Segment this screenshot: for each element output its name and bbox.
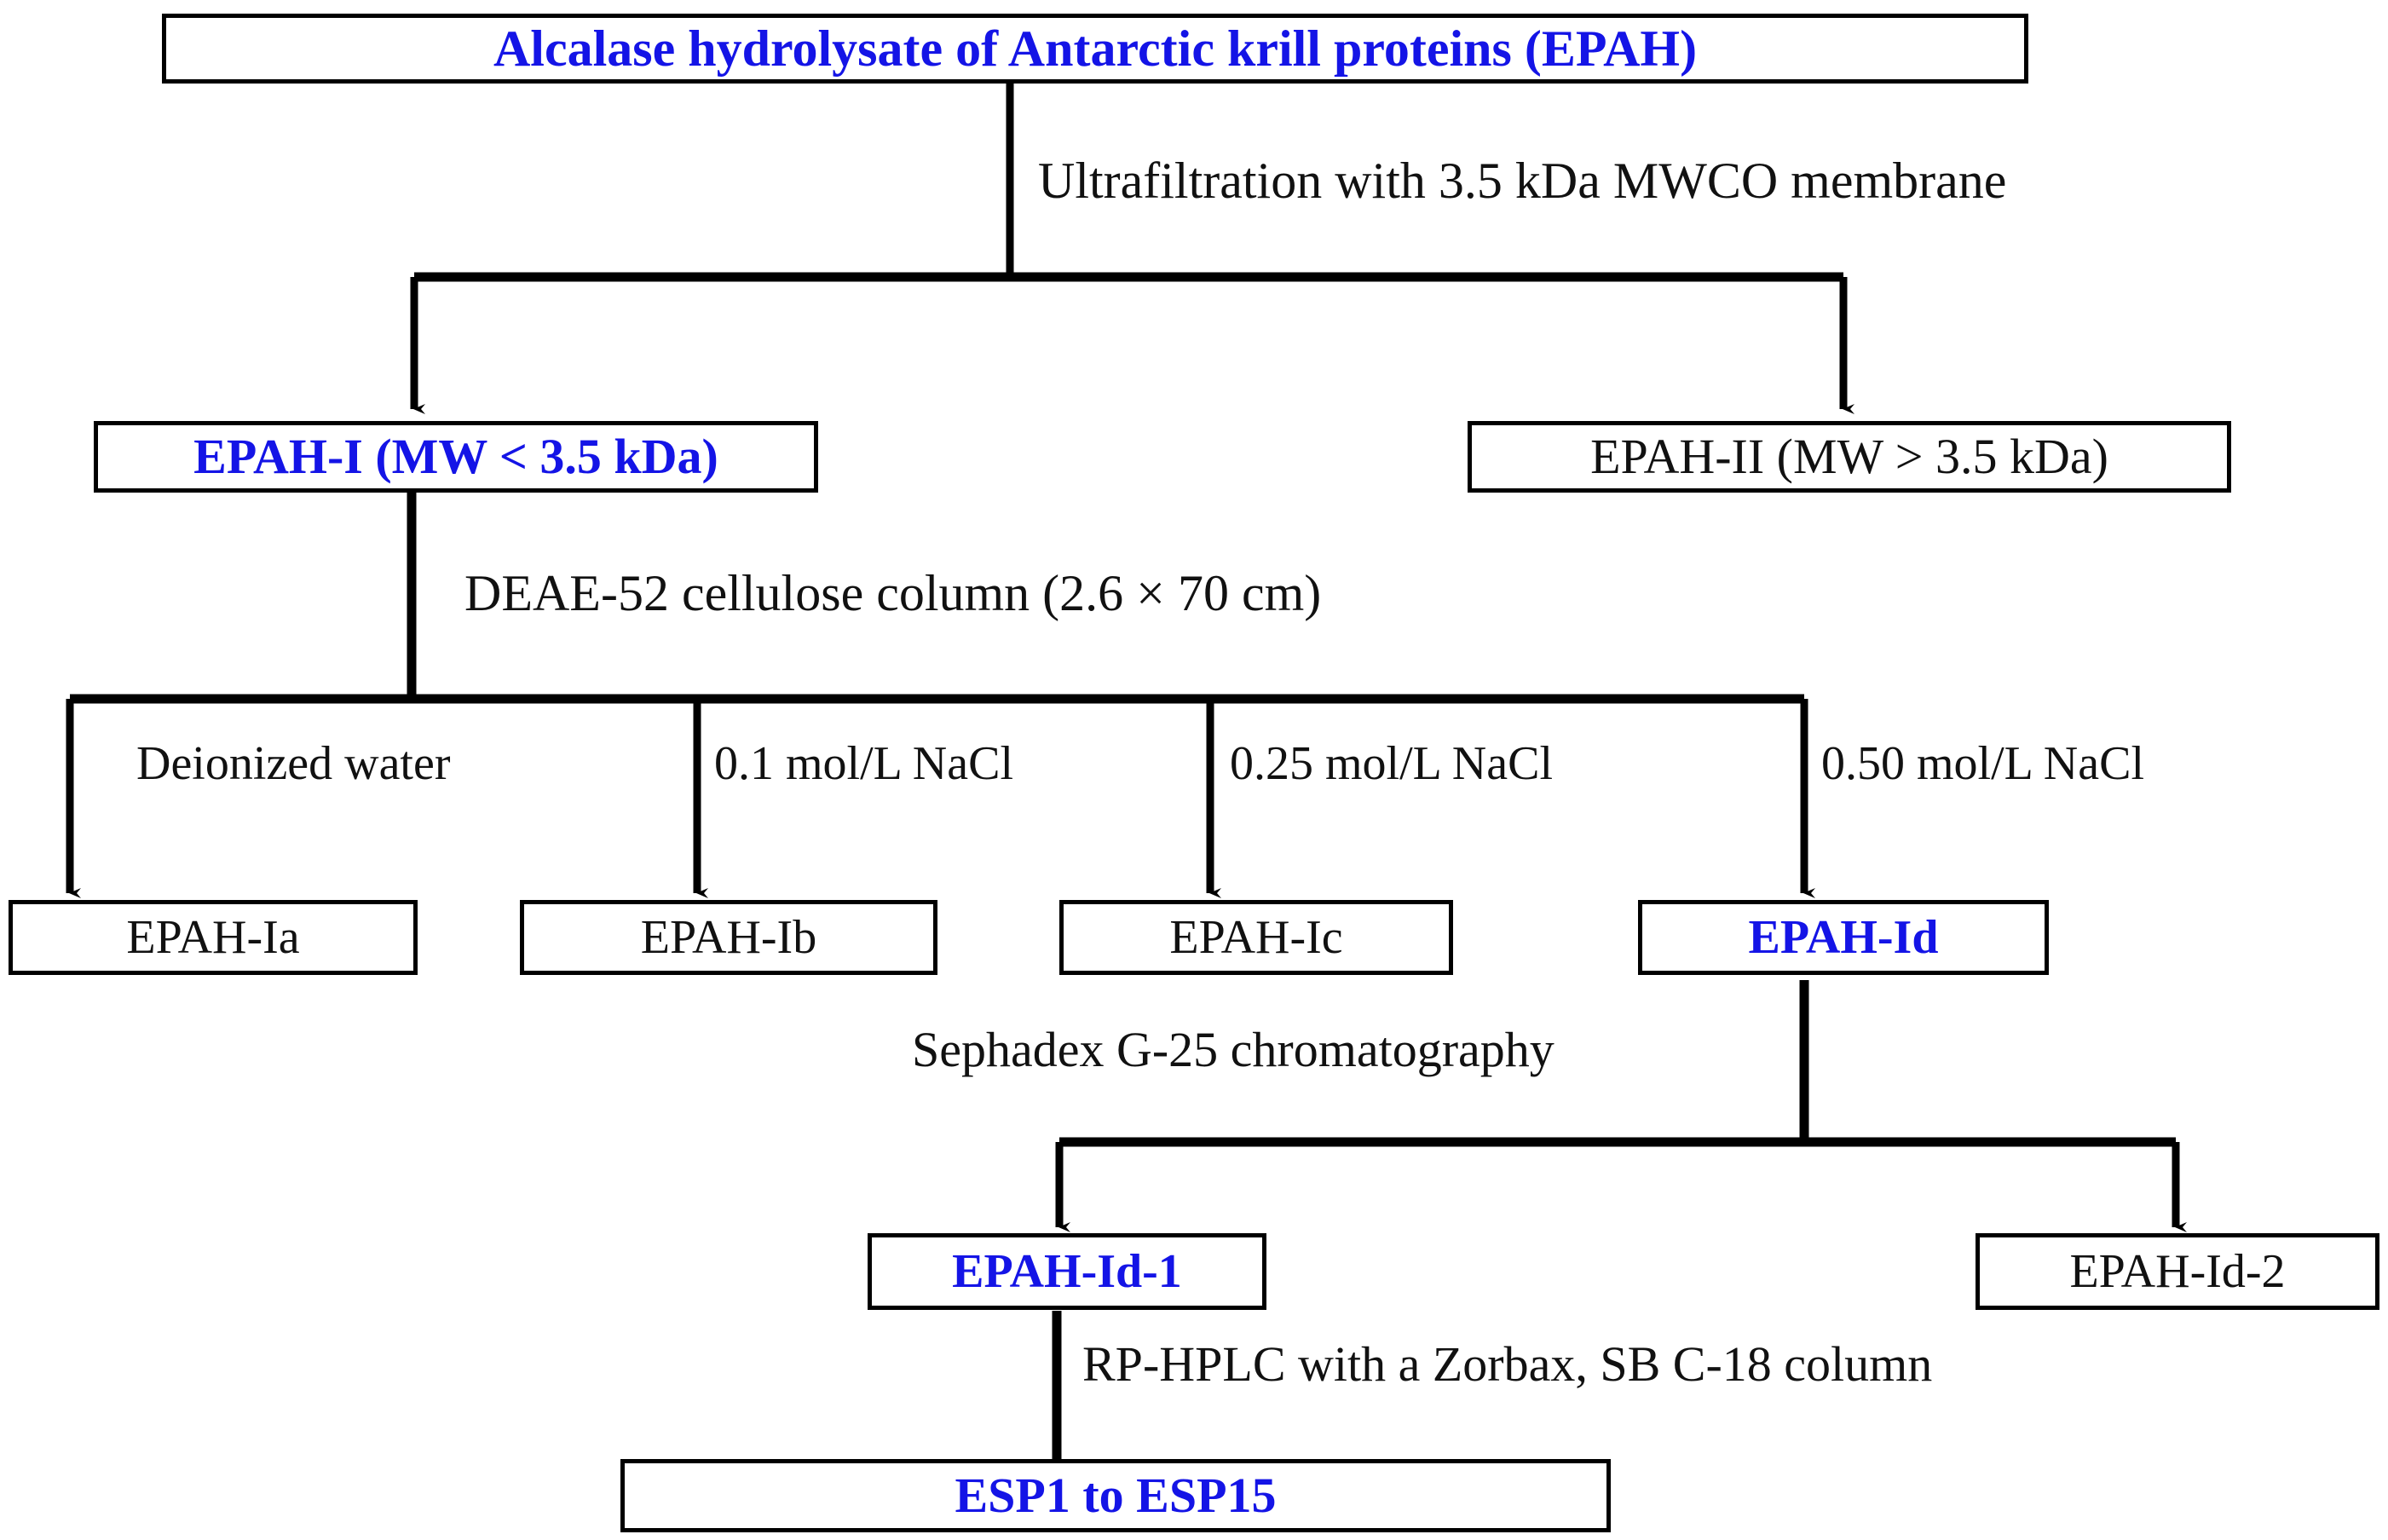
node-epah-i[interactable]: EPAH-I (MW < 3.5 kDa) [94,421,818,493]
edge-label-eluent-0-25: 0.25 mol/L NaCl [1230,737,1554,790]
node-epah-id-1[interactable]: EPAH-Id-1 [868,1233,1266,1310]
node-epah-ia[interactable]: EPAH-Ia [9,900,418,975]
edge-label-sephadex: Sephadex G-25 chromatography [912,1022,1555,1077]
node-esp-label: ESP1 to ESP15 [955,1467,1277,1523]
node-epah-ic[interactable]: EPAH-Ic [1059,900,1453,975]
node-epah-label: Alcalase hydrolysate of Antarctic krill … [493,20,1698,77]
node-epah-id[interactable]: EPAH-Id [1638,900,2049,975]
edge-label-rp-hplc: RP-HPLC with a Zorbax, SB C-18 column [1082,1336,1933,1392]
edge-label-eluent-water: Deionized water [136,737,451,790]
node-epah-ii[interactable]: EPAH-II (MW > 3.5 kDa) [1468,421,2231,493]
node-epah[interactable]: Alcalase hydrolysate of Antarctic krill … [162,14,2028,84]
node-esp[interactable]: ESP1 to ESP15 [620,1459,1611,1532]
node-epah-id-2-label: EPAH-Id-2 [2069,1244,2286,1298]
node-epah-id-1-label: EPAH-Id-1 [952,1244,1182,1298]
edge-label-eluent-0-50: 0.50 mol/L NaCl [1821,737,2145,790]
node-epah-ia-label: EPAH-Ia [126,910,300,964]
edge-label-deae: DEAE-52 cellulose column (2.6 × 70 cm) [464,565,1322,621]
edge-label-ultrafiltration: Ultrafiltration with 3.5 kDa MWCO membra… [1038,153,2007,209]
node-epah-ib[interactable]: EPAH-Ib [520,900,937,975]
node-epah-ii-label: EPAH-II (MW > 3.5 kDa) [1590,428,2108,484]
node-epah-i-label: EPAH-I (MW < 3.5 kDa) [193,428,718,484]
node-epah-ic-label: EPAH-Ic [1169,910,1343,964]
node-epah-id-2[interactable]: EPAH-Id-2 [1976,1233,2379,1310]
node-epah-id-label: EPAH-Id [1748,910,1939,964]
edge-label-eluent-0-1: 0.1 mol/L NaCl [714,737,1014,790]
node-epah-ib-label: EPAH-Ib [640,910,817,964]
